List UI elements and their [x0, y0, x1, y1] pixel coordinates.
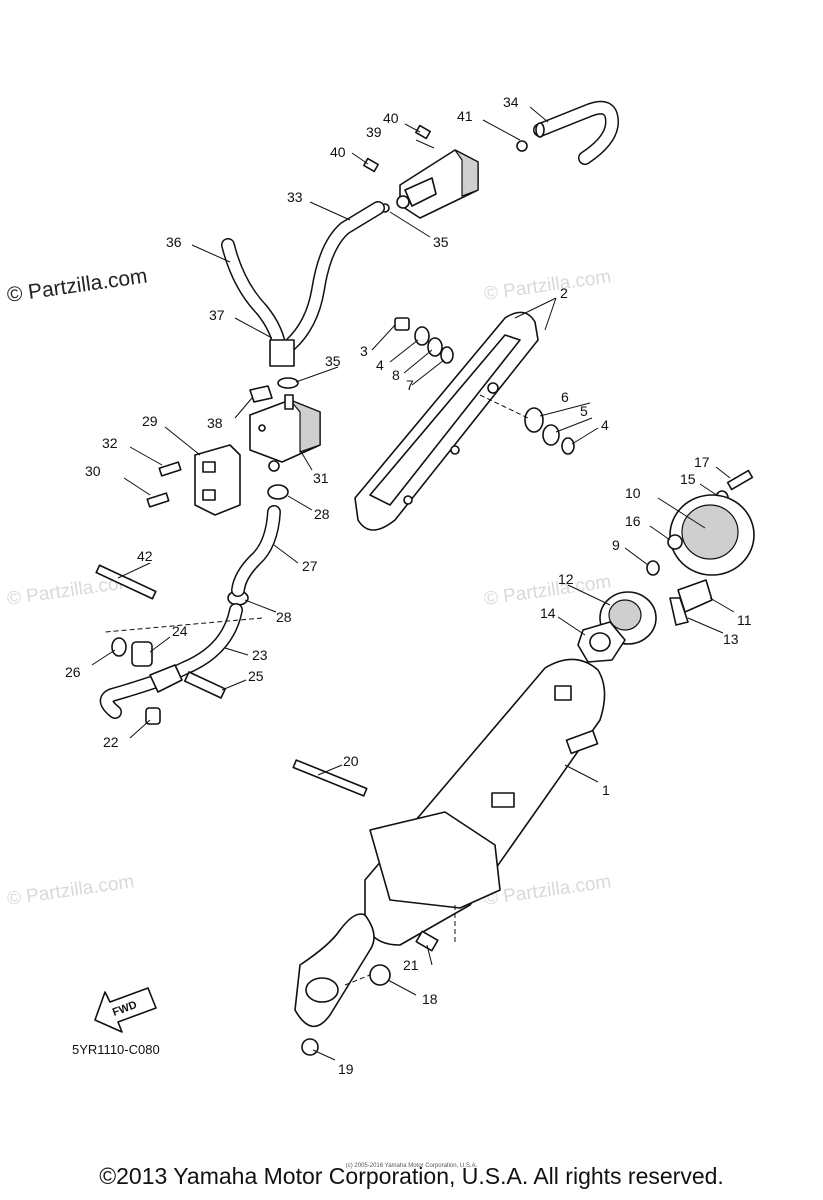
part-39-reed-valve[interactable]	[396, 149, 479, 219]
part-26-collar[interactable]	[111, 637, 127, 657]
part-10-cover[interactable]	[669, 494, 755, 576]
part-34-hose[interactable]	[533, 100, 619, 165]
part-23-pipe[interactable]	[99, 603, 243, 719]
callout-7[interactable]: 7	[406, 377, 414, 393]
part-32-bolt[interactable]	[158, 461, 182, 477]
callout-27[interactable]: 27	[302, 558, 318, 574]
part-16-grommet[interactable]	[667, 534, 683, 550]
callout-39[interactable]: 39	[366, 124, 382, 140]
callout-31[interactable]: 31	[313, 470, 329, 486]
part-4-washer[interactable]	[414, 326, 430, 346]
callout-35[interactable]: 35	[433, 234, 449, 250]
callout-25[interactable]: 25	[248, 668, 264, 684]
part-25-bolt[interactable]	[183, 671, 227, 699]
callout-10[interactable]: 10	[625, 485, 641, 501]
callout-36[interactable]: 36	[166, 234, 182, 250]
callout-33[interactable]: 33	[287, 189, 303, 205]
callout-23[interactable]: 23	[252, 647, 268, 663]
part-35-clip[interactable]	[277, 377, 299, 389]
part-24-damper[interactable]	[131, 641, 153, 667]
part-29-bracket[interactable]	[194, 444, 241, 516]
part-14-gasket[interactable]	[577, 621, 626, 663]
callout-24[interactable]: 24	[172, 623, 188, 639]
part-9-nut[interactable]	[646, 560, 660, 576]
part-5-collar[interactable]	[542, 424, 560, 446]
callout-14[interactable]: 14	[540, 605, 556, 621]
callout-18[interactable]: 18	[422, 991, 438, 1007]
callout-9[interactable]: 9	[612, 537, 620, 553]
part-2-protector[interactable]	[354, 311, 539, 531]
watermark: © Partzilla.com	[483, 871, 613, 910]
part-33-hose[interactable]	[283, 201, 385, 352]
leader-lines	[91, 106, 735, 1061]
callout-16[interactable]: 16	[625, 513, 641, 529]
callout-22[interactable]: 22	[103, 734, 119, 750]
part-6-damper[interactable]	[524, 407, 544, 433]
callout-4[interactable]: 4	[376, 357, 384, 373]
part-27-hose[interactable]	[231, 505, 281, 597]
part-42-bolt[interactable]	[95, 564, 157, 600]
fwd-arrow-icon: FWD	[94, 987, 157, 1033]
watermark-main: © Partzilla.com	[5, 264, 148, 306]
copyright-text: ©2013 Yamaha Motor Corporation, U.S.A. A…	[99, 1163, 724, 1189]
part-3-bolt[interactable]	[394, 317, 410, 331]
callout-2[interactable]: 2	[560, 285, 568, 301]
part-30-bolt[interactable]	[146, 492, 170, 508]
callout-20[interactable]: 20	[343, 753, 359, 769]
callout-28[interactable]: 28	[276, 609, 292, 625]
callout-30[interactable]: 30	[85, 463, 101, 479]
callouts: 1 2 3 4 4 5 6 7 8 9 10 11 12 13 14 15 16…	[65, 94, 752, 1077]
part-18-gasket[interactable]	[369, 964, 391, 986]
part-19-nut[interactable]	[301, 1038, 319, 1056]
part-28-clamp[interactable]	[267, 484, 289, 500]
callout-40[interactable]: 40	[330, 144, 346, 160]
callout-21[interactable]: 21	[403, 957, 419, 973]
callout-13[interactable]: 13	[723, 631, 739, 647]
part-40-screw[interactable]	[363, 157, 379, 173]
callout-5[interactable]: 5	[580, 403, 588, 419]
part-40-screw[interactable]	[415, 124, 431, 140]
assembly-lines	[104, 394, 529, 986]
callout-6[interactable]: 6	[561, 389, 569, 405]
callout-37[interactable]: 37	[209, 307, 225, 323]
callout-26[interactable]: 26	[65, 664, 81, 680]
callout-12[interactable]: 12	[558, 571, 574, 587]
diagram-code: 5YR1110-C080	[72, 1042, 160, 1057]
part-1-muffler[interactable]	[294, 658, 606, 1028]
watermark: © Partzilla.com	[483, 266, 613, 305]
part-36-hose[interactable]	[221, 238, 287, 357]
callout-35[interactable]: 35	[325, 353, 341, 369]
callout-40[interactable]: 40	[383, 110, 399, 126]
watermark: © Partzilla.com	[6, 871, 136, 910]
callout-11[interactable]: 11	[737, 612, 752, 628]
part-38-clamp[interactable]	[249, 385, 273, 403]
part-7-nut[interactable]	[440, 346, 454, 364]
part-41-clip[interactable]	[516, 140, 528, 152]
callout-42[interactable]: 42	[137, 548, 153, 564]
part-37-joint[interactable]	[269, 339, 295, 367]
callout-38[interactable]: 38	[207, 415, 223, 431]
part-31-air-cut-valve[interactable]	[249, 394, 321, 472]
part-13-packing[interactable]	[669, 597, 689, 626]
callout-15[interactable]: 15	[680, 471, 696, 487]
callout-34[interactable]: 34	[503, 94, 519, 110]
callout-29[interactable]: 29	[142, 413, 158, 429]
part-8-washer[interactable]	[427, 337, 443, 357]
copyright-small-text: (c) 2005-2016 Yamaha Motor Corporation, …	[345, 1163, 478, 1169]
callout-1[interactable]: 1	[602, 782, 610, 798]
part-21-bolt[interactable]	[415, 930, 439, 952]
part-20-bolt[interactable]	[292, 759, 368, 797]
callout-3[interactable]: 3	[360, 343, 368, 359]
callout-19[interactable]: 19	[338, 1061, 354, 1077]
part-4-washer[interactable]	[561, 437, 575, 455]
callout-4[interactable]: 4	[601, 417, 609, 433]
part-17-bolt[interactable]	[726, 469, 754, 491]
callout-8[interactable]: 8	[392, 367, 400, 383]
callout-41[interactable]: 41	[457, 108, 473, 124]
callout-17[interactable]: 17	[694, 454, 710, 470]
callout-32[interactable]: 32	[102, 435, 118, 451]
callout-28[interactable]: 28	[314, 506, 330, 522]
